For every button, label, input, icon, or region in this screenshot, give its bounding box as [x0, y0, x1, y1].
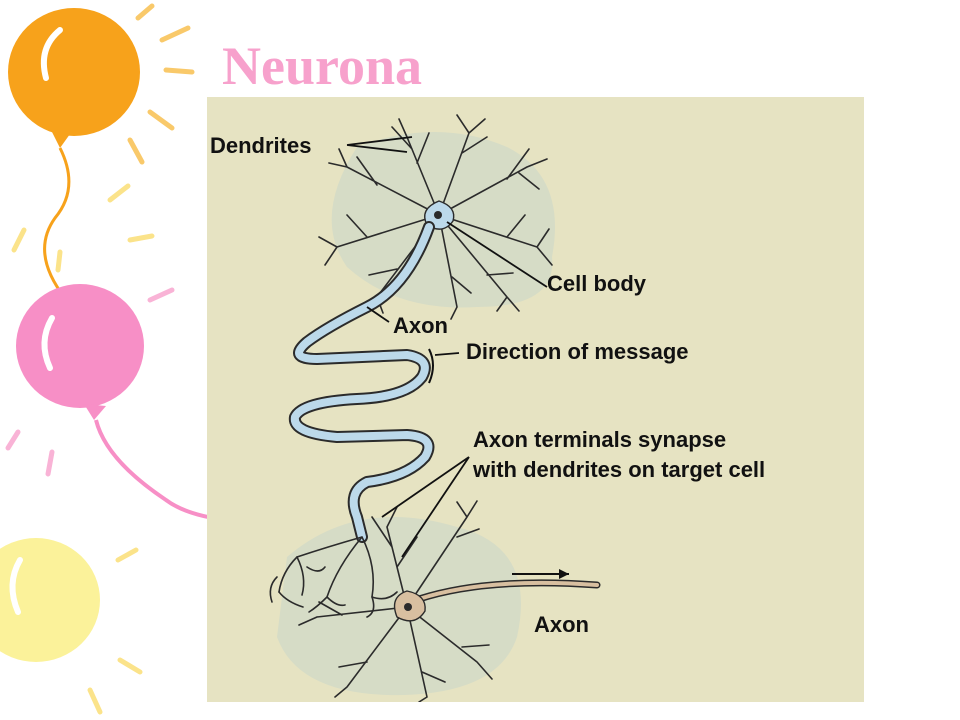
direction-bracket [428, 348, 434, 384]
label-terminals-line2: with dendrites on target cell [472, 457, 765, 482]
label-axon-top: Axon [393, 313, 448, 338]
dendrites-top [318, 114, 553, 320]
label-direction: Direction of message [466, 339, 689, 364]
leader-lines [346, 136, 548, 558]
dendrites-target [298, 500, 493, 702]
neuron-diagram: Dendrites Cell body Axon Direction of me… [207, 97, 864, 702]
label-dendrites: Dendrites [210, 133, 311, 158]
balloon-decoration [0, 3, 227, 715]
yellow-balloon-icon [0, 538, 100, 662]
orange-balloon-icon [8, 8, 140, 299]
slide-title: Neurona [222, 36, 423, 96]
yellow-rays [87, 547, 143, 715]
axon-path [288, 221, 435, 543]
label-cell-body: Cell body [547, 271, 647, 296]
axon-terminals [269, 536, 398, 618]
direction-arrow-icon [512, 569, 569, 579]
pink-balloon-icon [16, 284, 227, 522]
pink-rays [5, 287, 175, 477]
sun-rays-middle [11, 183, 155, 273]
label-axon-bottom: Axon [534, 612, 589, 637]
label-terminals-line1: Axon terminals synapse [473, 427, 726, 452]
sun-rays-top [127, 3, 195, 165]
cell-body-target [393, 590, 426, 622]
